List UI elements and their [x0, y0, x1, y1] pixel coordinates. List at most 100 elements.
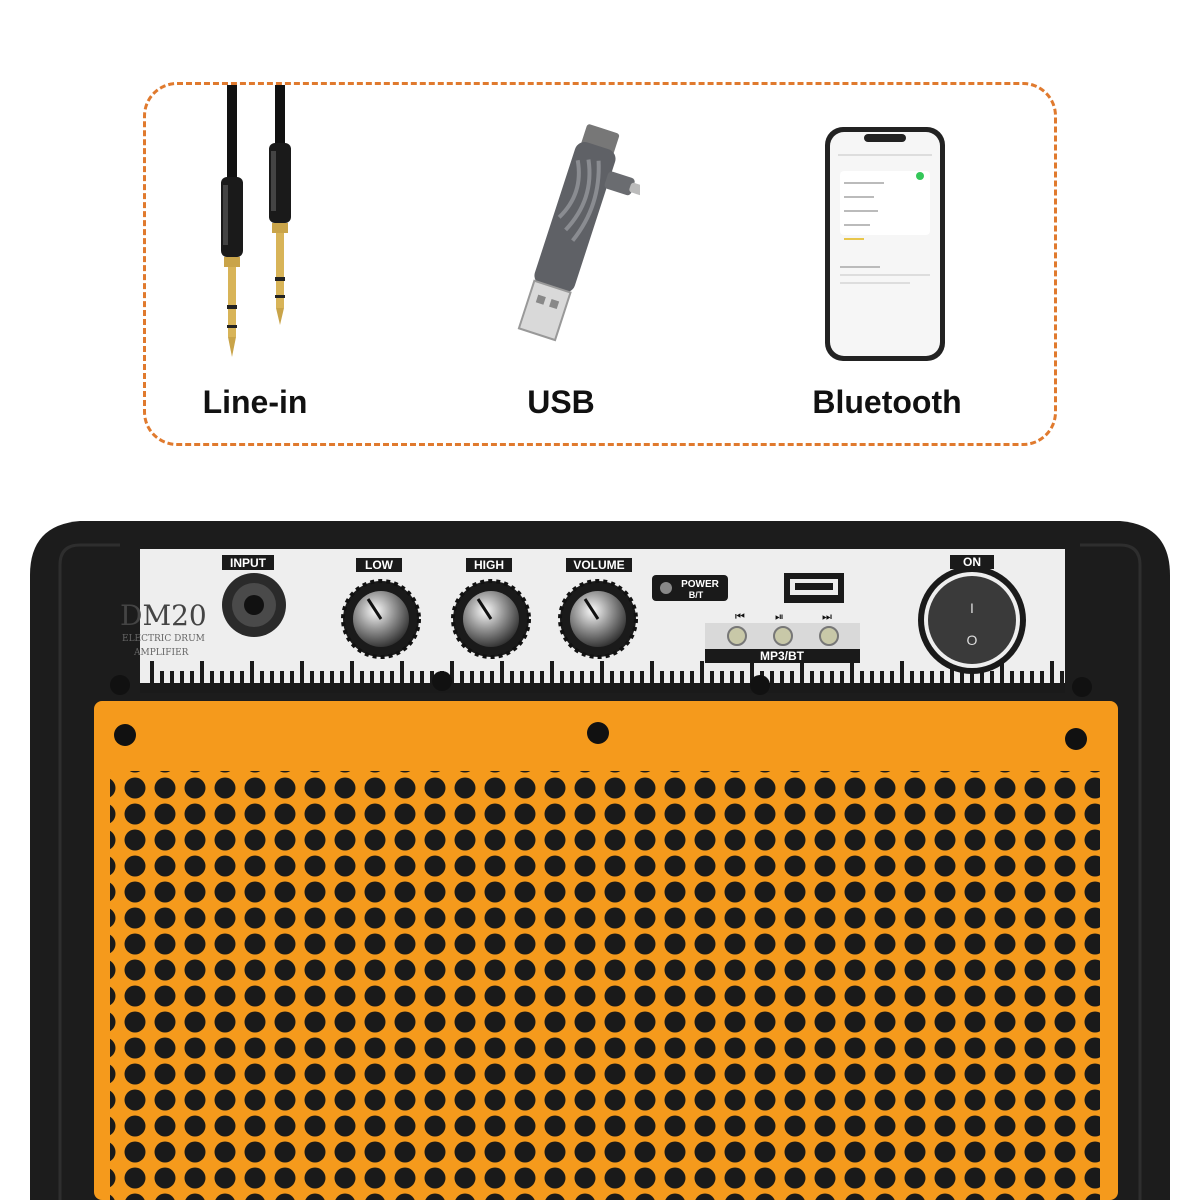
model-subtitle-2: AMPLIFIER [133, 648, 189, 658]
panel-tick [950, 661, 954, 683]
panel-tick [860, 671, 864, 683]
panel-tick [920, 671, 924, 683]
panel-tick [530, 671, 534, 683]
panel-tick [570, 671, 574, 683]
panel-tick [360, 671, 364, 683]
knob-high[interactable]: HIGH [451, 558, 531, 659]
panel-tick [620, 671, 624, 683]
panel-tick [200, 661, 204, 683]
panel-tick [810, 671, 814, 683]
panel-tick [960, 671, 964, 683]
panel-tick [720, 671, 724, 683]
panel-tick [890, 671, 894, 683]
panel-tick [870, 671, 874, 683]
panel-tick [970, 671, 974, 683]
power-bt-indicator [652, 575, 728, 601]
panel-tick [980, 671, 984, 683]
panel-tick [280, 671, 284, 683]
on-label: ON [963, 555, 981, 569]
panel-tick [990, 671, 994, 683]
panel-tick [300, 661, 304, 683]
panel-tick [1010, 671, 1014, 683]
panel-tick [670, 671, 674, 683]
input-sources-panel [143, 82, 1057, 446]
power-label: POWER [681, 579, 720, 590]
next-button[interactable] [819, 626, 839, 646]
smartphone-icon [824, 126, 946, 362]
play-pause-icon: ⏯ [775, 610, 784, 623]
play-pause-button[interactable] [773, 626, 793, 646]
input-label-line-in: Line-in [202, 384, 308, 420]
panel-tick [700, 661, 704, 683]
panel-tick [380, 671, 384, 683]
panel-tick [340, 671, 344, 683]
panel-tick [350, 661, 354, 683]
amplifier: DM20 ELECTRIC DRUM AMPLIFIER INPUT LOW H… [0, 515, 1200, 1200]
input-label-usb: USB [527, 384, 595, 420]
panel-tick [190, 671, 194, 683]
panel-tick [150, 661, 154, 683]
panel-tick [610, 671, 614, 683]
panel-tick [630, 671, 634, 683]
panel-tick [1050, 661, 1054, 683]
panel-tick [330, 671, 334, 683]
panel-tick [240, 671, 244, 683]
input-label-bluetooth: Bluetooth [812, 384, 962, 420]
panel-tick [470, 671, 474, 683]
panel-tick [1020, 671, 1024, 683]
panel-tick [1030, 671, 1034, 683]
panel-tick [880, 671, 884, 683]
panel-tick [170, 671, 174, 683]
knob-volume[interactable]: VOLUME [558, 558, 638, 659]
panel-tick [820, 671, 824, 683]
panel-tick [210, 671, 214, 683]
panel-tick [1000, 661, 1004, 683]
audio-cable-icon [200, 85, 310, 370]
knob-low-label: LOW [365, 558, 394, 572]
knob-volume-label: VOLUME [573, 558, 624, 572]
prev-button[interactable] [727, 626, 747, 646]
panel-tick [180, 671, 184, 683]
panel-tick [690, 671, 694, 683]
panel-tick [710, 671, 714, 683]
panel-tick [500, 661, 504, 683]
panel-tick [780, 671, 784, 683]
switch-on-symbol: I [970, 600, 974, 616]
panel-tick [560, 671, 564, 683]
panel-tick [160, 671, 164, 683]
panel-tick [540, 671, 544, 683]
panel-tick [770, 671, 774, 683]
panel-tick [850, 661, 854, 683]
panel-tick [480, 671, 484, 683]
knob-low[interactable]: LOW [341, 558, 421, 659]
panel-tick [220, 671, 224, 683]
power-switch[interactable] [928, 576, 1016, 664]
panel-tick [640, 671, 644, 683]
model-subtitle-1: ELECTRIC DRUM [122, 634, 205, 644]
model-name: DM20 [120, 599, 207, 632]
bt-label: B/T [689, 590, 704, 600]
panel-tick [450, 661, 454, 683]
panel-tick [580, 671, 584, 683]
panel-tick [460, 671, 464, 683]
panel-tick [510, 671, 514, 683]
usb-drive-icon [490, 120, 640, 350]
knob-high-label: HIGH [474, 558, 504, 572]
panel-tick [290, 671, 294, 683]
panel-tick [1060, 671, 1064, 683]
panel-tick [930, 671, 934, 683]
input-label: INPUT [230, 556, 267, 570]
panel-tick [400, 661, 404, 683]
panel-tick [940, 671, 944, 683]
panel-tick [750, 661, 754, 683]
panel-tick [910, 671, 914, 683]
panel-tick [800, 661, 804, 683]
panel-tick [740, 671, 744, 683]
panel-tick [790, 671, 794, 683]
panel-tick [430, 671, 434, 683]
panel-tick [840, 671, 844, 683]
mp3-bt-label: MP3/BT [760, 649, 805, 663]
panel-tick [370, 671, 374, 683]
panel-tick [730, 671, 734, 683]
panel-tick [410, 671, 414, 683]
